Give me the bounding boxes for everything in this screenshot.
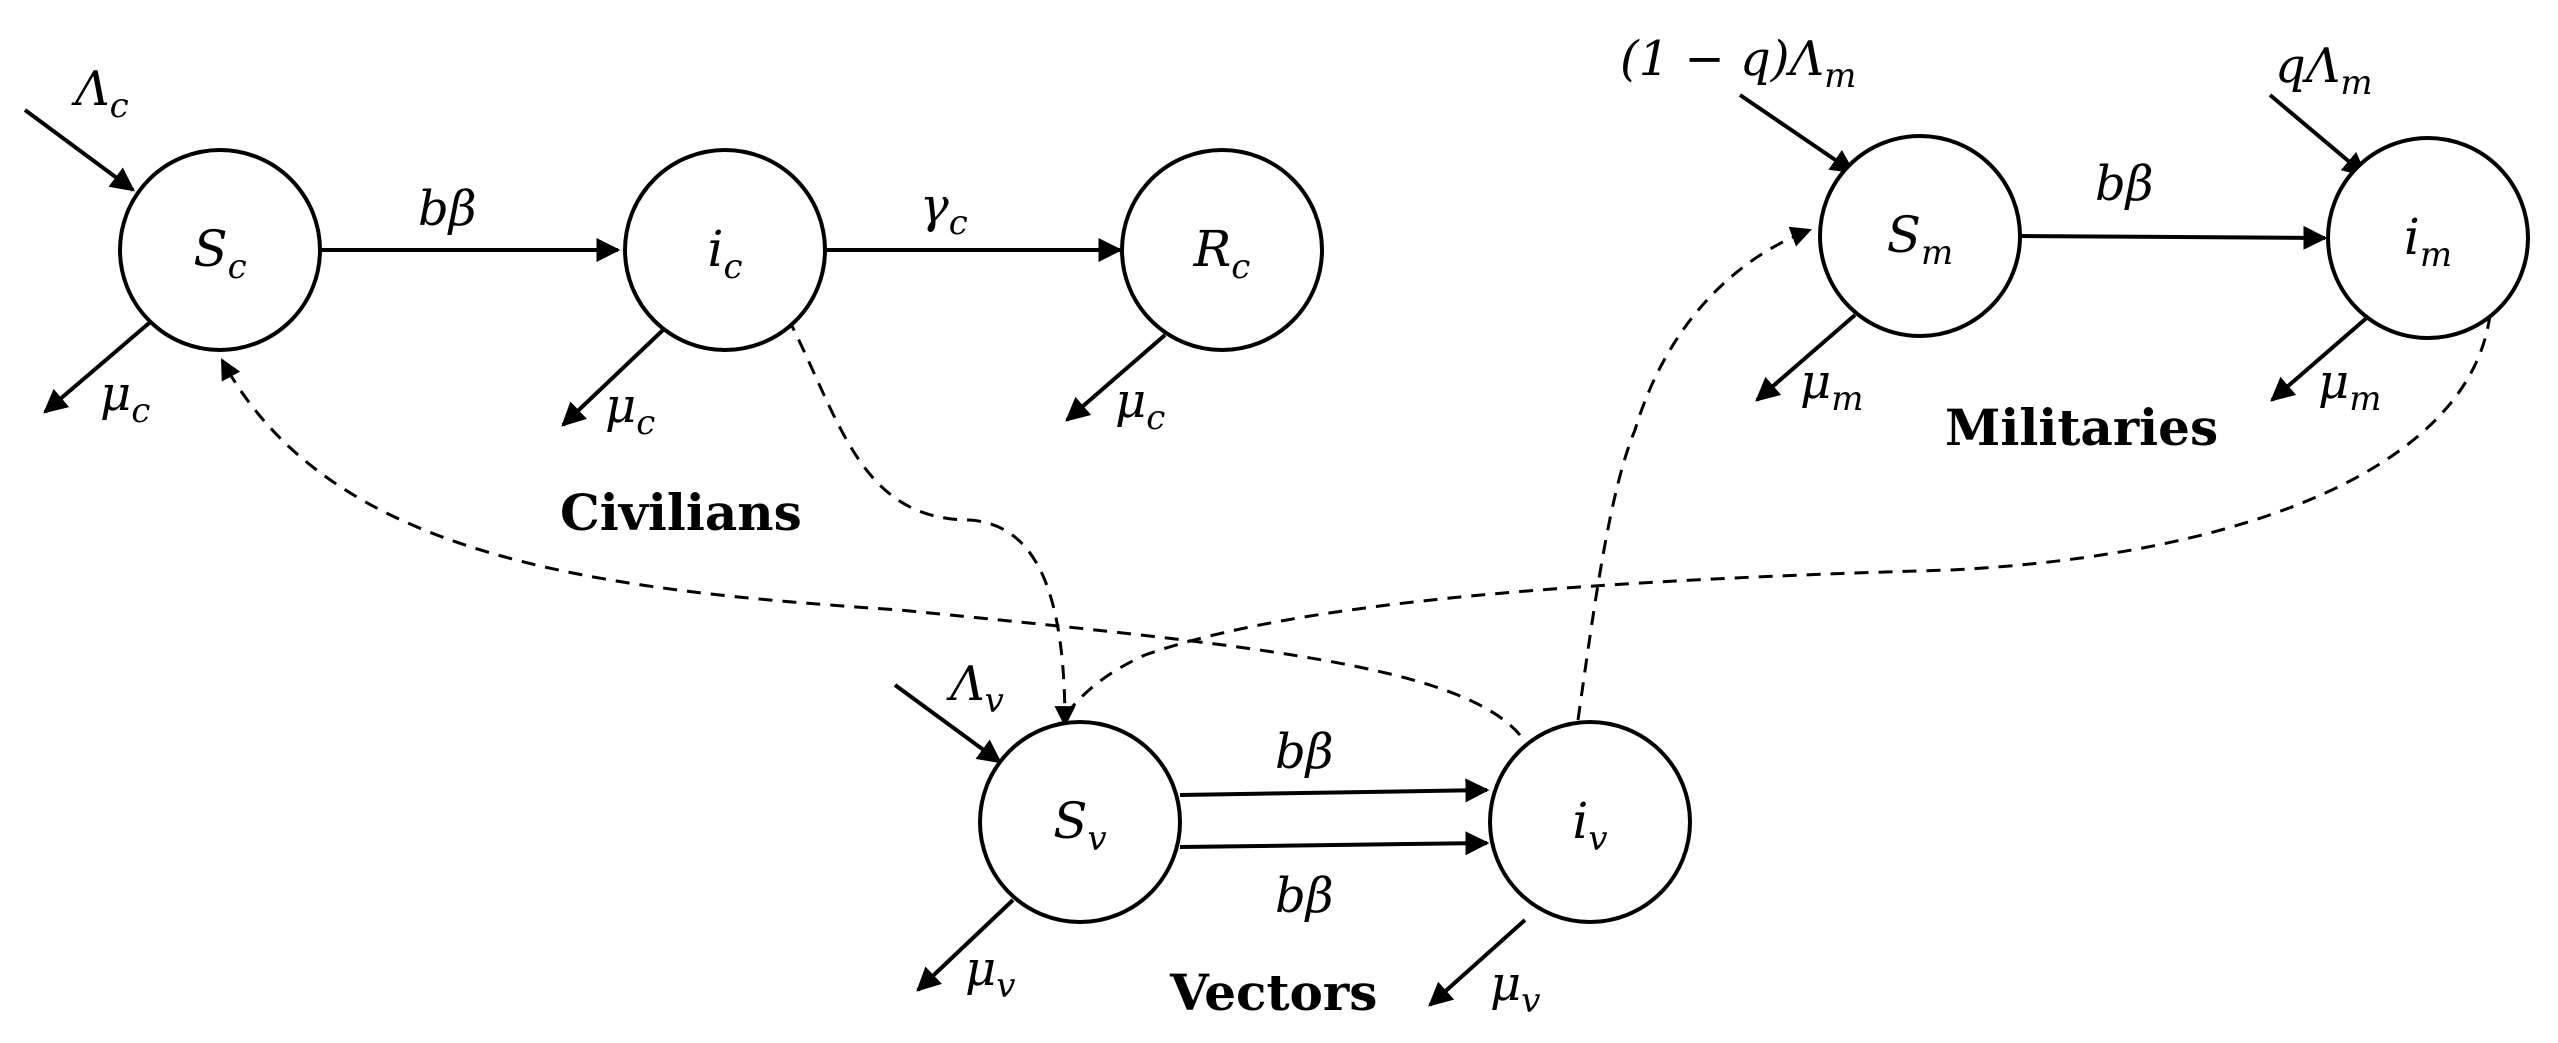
edge-sv-iv-top [1179, 778, 1490, 803]
dashed-ic-to-sv [786, 317, 1076, 728]
node-iv-circle [1488, 720, 1692, 924]
node-rc-circle [1120, 148, 1324, 352]
outflow-sm-arrow [1755, 313, 1857, 402]
rate-b-beta-sm-im: bβ [2095, 156, 2153, 212]
rate-lambda-m-susceptible: (1 − q)Λm [1620, 31, 1856, 96]
node-rc-label: Rc [1193, 220, 1251, 287]
rate-b-beta-sv-iv-top: bβ [1275, 724, 1333, 780]
group-militaries-label: Militaries [1945, 398, 2218, 457]
outflow-ic-arrow [561, 328, 665, 427]
node-ic-label: ic [707, 220, 742, 287]
rate-gamma-c: γc [920, 178, 968, 243]
rate-b-beta-sv-iv-bottom: bβ [1275, 868, 1333, 924]
outflow-sv-arrow [916, 898, 1015, 992]
rate-b-beta-sc-ic: bβ [418, 181, 476, 237]
node-sc-label: Sc [193, 220, 246, 287]
node-sm-label: Sm [1887, 206, 1954, 273]
node-iv-label: iv [1572, 792, 1607, 859]
node-sv-label: Sv [1053, 792, 1106, 859]
outflow-rc-arrow [1065, 333, 1167, 422]
outflow-im-arrow [2270, 313, 2372, 402]
rate-lambda-c: Λc [71, 61, 129, 126]
outflow-iv-arrow [1428, 918, 1527, 1007]
inflow-sv-arrow [893, 683, 1002, 764]
rate-lambda-m-infected: qΛm [2275, 38, 2373, 103]
node-im-circle [2326, 136, 2530, 340]
inflow-sm-arrow [1738, 93, 1855, 174]
inflow-sc-arrow [23, 108, 135, 192]
inflow-im-arrow [2268, 93, 2367, 177]
rate-mu-m-sm: μm [1800, 354, 1863, 419]
node-ic-circle [623, 148, 827, 352]
rate-mu-v-iv: μv [1490, 956, 1540, 1021]
group-civilians-label: Civilians [560, 483, 802, 542]
rate-mu-c-rc: μc [1115, 373, 1165, 438]
rate-mu-c-sc: μc [100, 366, 150, 431]
rate-mu-m-im: μm [2318, 354, 2381, 419]
dashed-iv-to-sm [1576, 226, 1812, 721]
edge-sm-im [2019, 225, 2328, 250]
group-vectors-label: Vectors [1169, 963, 1377, 1022]
dashed-im-to-sv [1041, 314, 2492, 752]
rate-mu-c-ic: μc [605, 378, 655, 443]
outflow-sc-arrow [43, 316, 157, 414]
node-sm-circle [1818, 134, 2022, 338]
rate-mu-v-sv: μv [965, 941, 1015, 1006]
node-sv-circle [978, 720, 1182, 924]
rate-lambda-v: Λv [946, 656, 1004, 721]
edge-sv-iv-bottom [1179, 831, 1490, 856]
node-im-label: im [2404, 208, 2452, 275]
dashed-iv-to-sc [220, 358, 1522, 736]
node-sc-circle [118, 148, 322, 352]
